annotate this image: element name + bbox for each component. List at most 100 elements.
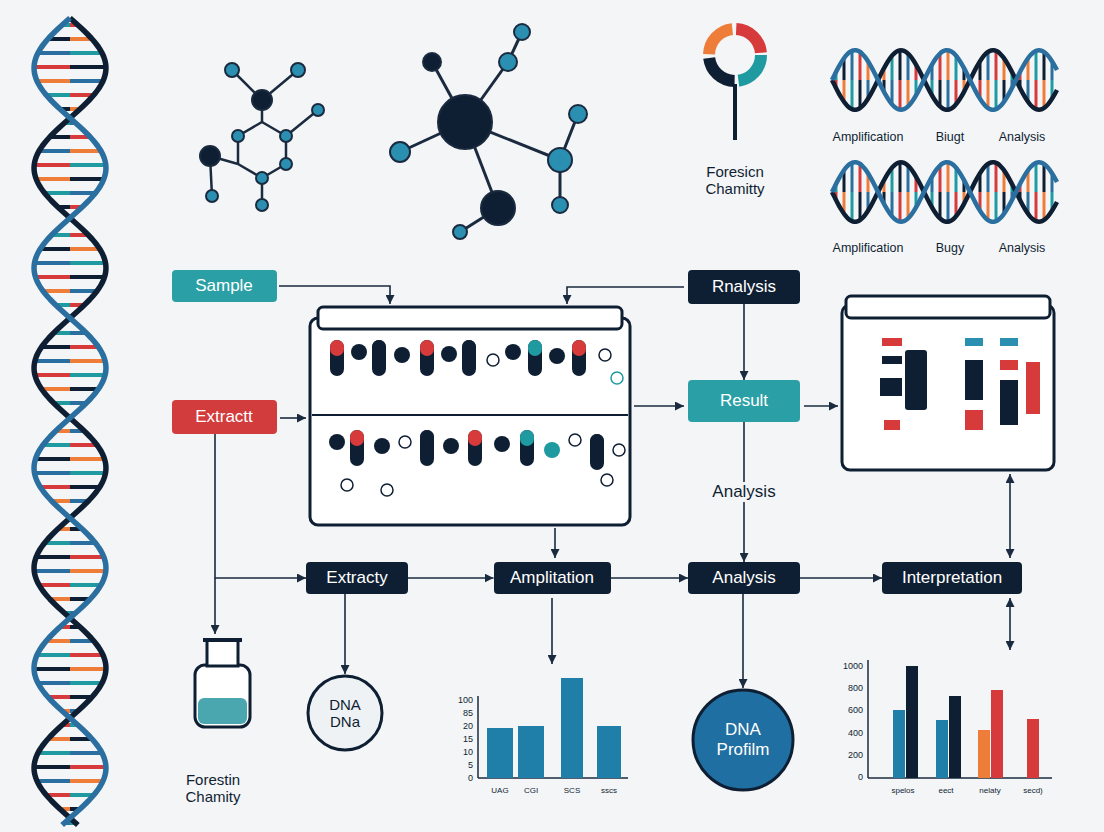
helix-rung (851, 163, 854, 192)
process-box: Interpretation (882, 562, 1022, 594)
helix-rung (859, 164, 862, 192)
helix-rung (70, 373, 105, 377)
axis-label: nelaty (979, 786, 1000, 795)
edge-label: Analysis (708, 482, 779, 502)
atom (256, 199, 268, 211)
gel-band (880, 378, 902, 396)
axis-label: secd) (1023, 786, 1043, 795)
helix-rung (34, 65, 70, 69)
helix-rung (38, 51, 70, 55)
atom (256, 172, 268, 184)
axis (867, 660, 869, 778)
bar (518, 726, 544, 778)
gel-band (1026, 362, 1040, 414)
helix-rung (37, 653, 70, 657)
connector (742, 594, 744, 688)
bar (1027, 719, 1039, 778)
helix-rung (34, 163, 70, 167)
sample-dot (549, 348, 565, 364)
helix-rung (34, 569, 70, 573)
axis-label: 0 (468, 773, 473, 783)
gel-band (905, 350, 927, 410)
sample-dot (505, 344, 521, 360)
helix-rung (70, 681, 102, 685)
bar (936, 720, 948, 778)
helix-rung (36, 555, 70, 559)
helix-rung (947, 162, 950, 192)
tray-divider (312, 414, 628, 416)
sample-cap (462, 340, 476, 356)
connector (408, 577, 494, 579)
flow-arrows (215, 286, 1010, 664)
sample-vial (330, 340, 344, 376)
node-text: Sample (195, 276, 253, 296)
helix-rung (34, 261, 70, 265)
sample-vial (420, 430, 434, 466)
caption-label: Amplification (833, 130, 904, 144)
helix-rung (40, 485, 70, 489)
helix-strand (832, 50, 1057, 110)
sample-dot (441, 346, 457, 362)
helix-rung (70, 555, 104, 559)
helix-rung (987, 80, 990, 108)
flask-body (195, 665, 250, 727)
helix-rung (70, 149, 101, 153)
sample-vial (590, 434, 604, 470)
sample-ring (613, 444, 625, 456)
node-text: Rnalysis (712, 277, 776, 297)
caption-label: Amplification (833, 241, 904, 255)
atom (548, 148, 572, 172)
helix-rung (70, 485, 100, 489)
sample-cap (372, 340, 386, 356)
atom (280, 130, 292, 142)
sample-dot (494, 436, 510, 452)
node-text: DNA Profilm (700, 720, 786, 759)
helix-rung (947, 50, 950, 80)
helix-rung (851, 80, 854, 109)
sample-cap (590, 434, 604, 450)
helix-rung (38, 751, 70, 755)
connector (743, 304, 745, 380)
helix-rung (851, 51, 854, 80)
sample-ring (611, 372, 623, 384)
helix-rung (1035, 80, 1038, 109)
flask-liquid (198, 698, 247, 724)
axis-label: UAG (491, 786, 508, 795)
helix-strand (34, 18, 106, 825)
helix-strand (832, 162, 1057, 222)
helix-rung (70, 359, 105, 363)
helix-rung (36, 177, 70, 181)
helix-rung (34, 471, 70, 475)
process-box: Extracty (306, 562, 408, 594)
atom (252, 90, 272, 110)
atom (481, 191, 515, 225)
node-text: Analysis (712, 568, 775, 588)
axis-label: spelos (891, 786, 914, 795)
helix-rung (1035, 163, 1038, 192)
helix-rung (1043, 80, 1046, 108)
helix-rung (995, 163, 998, 192)
node-text: Result (720, 391, 768, 411)
process-box: Sample (172, 270, 277, 302)
gel-band (965, 360, 983, 400)
axis (477, 696, 479, 778)
sample-cap (520, 430, 534, 446)
node-text: Extractt (195, 407, 253, 427)
gel-band (884, 420, 900, 430)
helix-rung (70, 261, 106, 265)
axis-label: 20 (463, 721, 473, 731)
axis-label: 5 (468, 760, 473, 770)
gel-band (882, 338, 902, 346)
helix-rung (899, 192, 902, 222)
helix-rung (987, 52, 990, 80)
sample-cap (350, 430, 364, 446)
helix-rung (899, 50, 902, 80)
process-box: Extractt (172, 400, 277, 434)
sample-cap (572, 340, 586, 356)
helix-rung (34, 667, 70, 671)
helix-rung (1043, 192, 1046, 220)
axis-label: eect (938, 786, 953, 795)
sample-tray (310, 307, 630, 525)
helix-rung (995, 80, 998, 109)
